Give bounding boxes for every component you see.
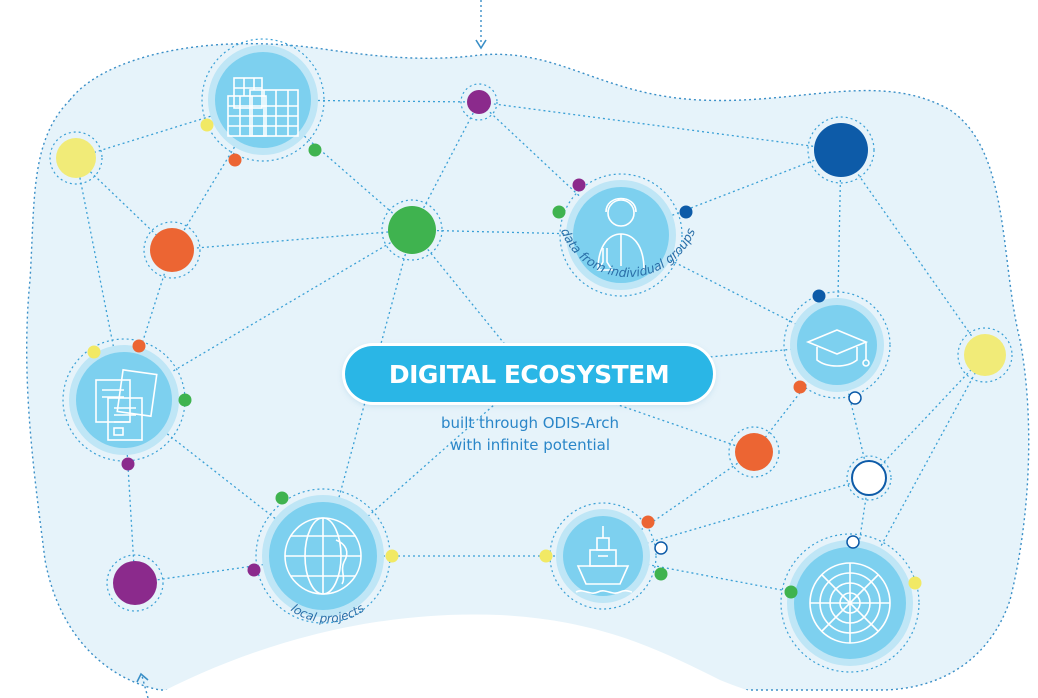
inbound-arrow-head (475, 39, 487, 50)
node-hollow (851, 460, 887, 496)
link-line (868, 354, 986, 479)
scientist-icon (596, 197, 645, 271)
node-navy (814, 123, 868, 177)
link-line (171, 99, 264, 251)
connector-dot (132, 339, 146, 353)
link-line (602, 451, 755, 557)
ecosystem-subtitle: built through ODIS-Arch with infinite po… (380, 412, 680, 456)
connector-dot (121, 457, 135, 471)
hub-sheet (215, 52, 311, 148)
documents-icon (95, 368, 158, 441)
graduation-cap-icon (805, 329, 870, 367)
link-line (411, 229, 530, 375)
hub-outer-ring (783, 291, 891, 399)
connector-dot (247, 563, 261, 577)
connector-dot (848, 391, 862, 405)
node-orC (735, 433, 773, 471)
link-line (528, 344, 838, 375)
node-ring (728, 426, 780, 478)
subtitle-line-1: built through ODIS-Arch (441, 414, 619, 432)
hub-outer-ring (201, 38, 325, 162)
link-line (411, 101, 480, 231)
connector-dot (385, 549, 399, 563)
spreadsheet-icon (227, 77, 299, 137)
connector-dot (908, 576, 922, 590)
node-ring (807, 116, 875, 184)
hub-outer-ring (780, 533, 920, 673)
connector-dot (784, 585, 798, 599)
connector-dot (228, 153, 242, 167)
node-orL (150, 228, 194, 272)
node-ring (957, 327, 1013, 383)
link-line (840, 149, 986, 356)
hub-outer-ring (559, 173, 683, 297)
node-ring (846, 455, 892, 501)
connector-dot (539, 549, 553, 563)
connector-dot (846, 535, 860, 549)
node-yR (964, 334, 1006, 376)
hub-cap (797, 305, 877, 385)
radar-icon (809, 562, 891, 644)
connector-dot (200, 118, 214, 132)
link-line (620, 149, 842, 236)
node-ring (143, 221, 201, 279)
connector-dot (641, 515, 655, 529)
connector-dot (654, 541, 668, 555)
globe-icon (284, 517, 362, 595)
node-ring (460, 83, 498, 121)
node-grC (388, 206, 436, 254)
node-puBL (113, 561, 157, 605)
connector-dot (87, 345, 101, 359)
node-ring (49, 131, 103, 185)
digital-ecosystem-title: DIGITAL ECOSYSTEM (345, 346, 713, 402)
connector-dot (654, 567, 668, 581)
connector-dot (552, 205, 566, 219)
connector-dot (178, 393, 192, 407)
connector-dot (793, 380, 807, 394)
link-line (171, 229, 413, 251)
outbound-arrow-head (136, 672, 149, 683)
node-ring (381, 199, 443, 261)
connector-dot (572, 178, 586, 192)
blob-bottom-cutout (150, 614, 780, 698)
node-puT (467, 90, 491, 114)
link-line (75, 157, 173, 251)
subtitle-line-2: with infinite potential (450, 436, 610, 454)
connector-dot (812, 289, 826, 303)
connector-dot (308, 143, 322, 157)
node-yTL (56, 138, 96, 178)
hub-docs (76, 352, 172, 448)
connector-dot (679, 205, 693, 219)
connector-dot (275, 491, 289, 505)
ship-icon (575, 526, 633, 594)
link-line (478, 101, 842, 151)
node-ring (106, 554, 164, 612)
link-line (123, 229, 413, 401)
outbound-arrow-line (141, 675, 149, 698)
